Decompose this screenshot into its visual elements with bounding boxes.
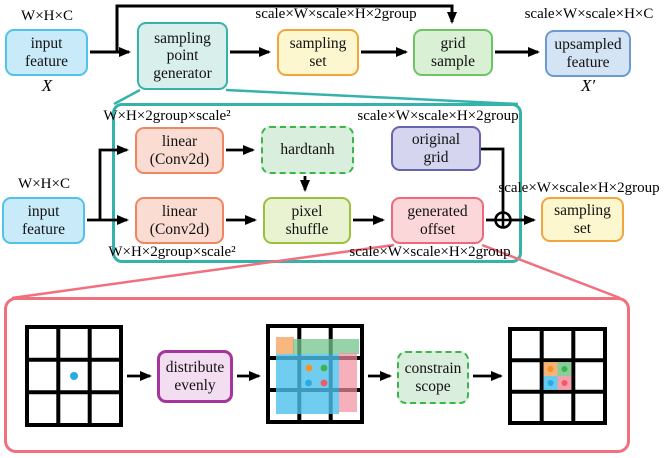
dim-label-input-inner: W×H×C (18, 176, 70, 192)
dim-label-input: W×H×C (21, 8, 73, 24)
output-variable-label: X′ (580, 76, 596, 95)
constrain-scope-box: constrain scope (397, 351, 469, 404)
grid-sample-box: grid sample (413, 29, 493, 76)
dim-label-offset-output: scale×W×scale×H×2group (498, 180, 660, 196)
upsampled-feature-box: upsampled feature (545, 30, 631, 77)
generated-offset-detail-container (4, 297, 630, 453)
dim-label-sampling-set: scale×W×scale×H×2group (255, 6, 417, 22)
dim-label-upsampled: scale×W×scale×H×C (524, 6, 654, 22)
dim-label-inner-top-left: W×H×2group×scale² (103, 108, 231, 124)
dim-label-inner-bottom-right: scale×W×scale×H×2group (349, 244, 511, 260)
input-variable-label: X (41, 76, 53, 95)
linear-conv2d-bottom-box: linear (Conv2d) (135, 197, 224, 244)
teal-expansion-lines (113, 88, 519, 106)
dim-label-inner-bottom-left: W×H×2group×scale² (108, 244, 236, 260)
sampling-set-box: sampling set (541, 197, 624, 242)
original-grid-box: original grid (391, 126, 481, 171)
input-feature-box: input feature (2, 197, 85, 244)
hardtanh-box: hardtanh (261, 126, 354, 174)
sampling-point-generator-box: sampling point generator (137, 22, 228, 90)
pixel-shuffle-box: pixel shuffle (263, 197, 351, 244)
generated-offset-box: generated offset (391, 197, 484, 244)
distribute-evenly-box: distribute evenly (157, 350, 233, 403)
linear-conv2d-top-box: linear (Conv2d) (135, 127, 224, 174)
dim-label-inner-top-right: scale×W×scale×H×2group (357, 108, 519, 124)
input-feature-box: input feature (5, 29, 88, 76)
sampling-set-box: sampling set (277, 29, 359, 76)
